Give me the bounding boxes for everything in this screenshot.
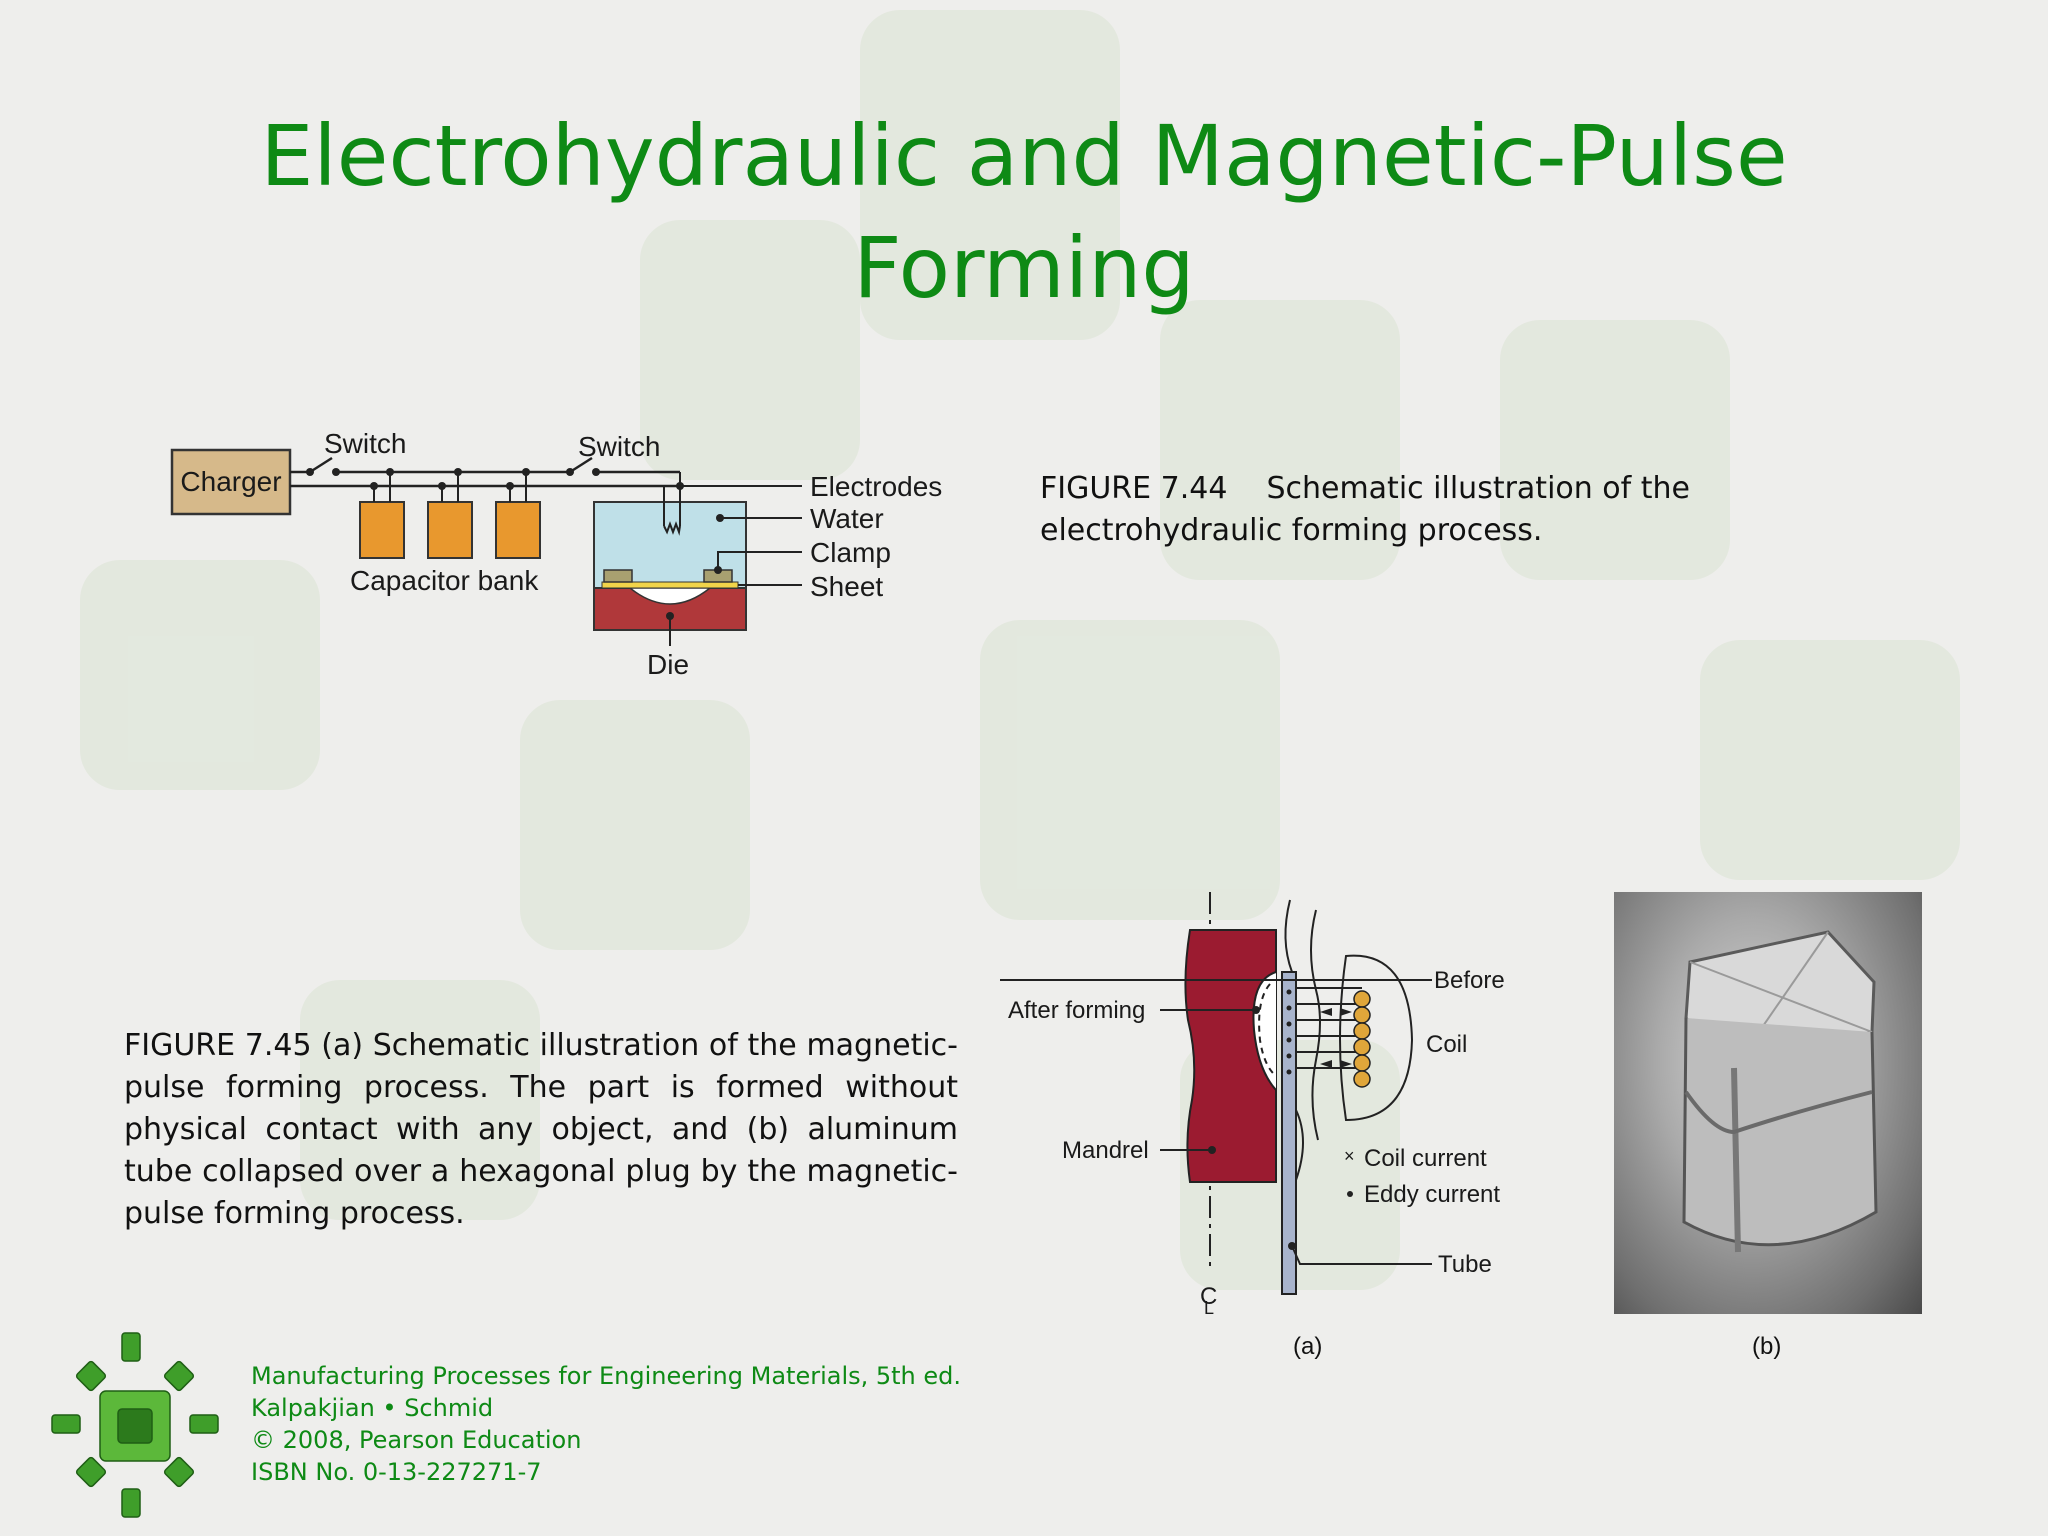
sheet-label: Sheet [810,571,883,602]
eddy-current-marker [1347,1191,1353,1197]
eddy-current-label: Eddy current [1364,1181,1500,1208]
water-label: Water [810,503,884,534]
footer-copyright: © 2008, Pearson Education [251,1426,582,1454]
charger-label: Charger [180,466,281,497]
footer-citation: Manufacturing Processes for Engineering … [251,1360,961,1488]
mandrel-label: Mandrel [1062,1137,1149,1164]
figure-7-44-number: FIGURE 7.44 [1040,471,1228,506]
sub-label-a: (a) [1293,1333,1323,1360]
coil-label: Coil [1426,1031,1467,1058]
clamp-left [603,569,633,583]
footer-book-title: Manufacturing Processes for Engineering … [251,1362,962,1390]
after-forming-label: After forming [1008,997,1145,1024]
coil-current-marker: × [1344,1146,1355,1166]
die-label: Die [647,649,689,680]
figure-7-45-caption: FIGURE 7.45 (a) Schematic illustration o… [124,1028,958,1231]
slide-title: Electrohydraulic and Magnetic-Pulse Form… [0,100,2048,324]
magnetic-pulse-diagram: After forming Before Coil Mandrel × Coil… [1000,892,1505,1318]
electrodes-label: Electrodes [810,471,942,502]
footer-isbn: ISBN No. 0-13-227271-7 [251,1458,542,1486]
capacitor-bank [359,468,541,559]
switch-1-label: Switch [324,428,406,459]
publisher-logo [51,1332,219,1518]
electrohydraulic-diagram: Charger Switch Capacitor bank Switch [170,428,942,680]
tube [1281,971,1297,1295]
figure-7-44-caption-line-1: Schematic illustration of the [1266,471,1690,506]
hexagonal-plug-photo [1614,892,1922,1314]
before-label: Before [1434,967,1505,994]
centerline-label: C [1200,1283,1217,1310]
mandrel [1184,929,1277,1183]
coil-current-label: Coil current [1364,1145,1487,1172]
clamp-label: Clamp [810,537,891,568]
slide-title-line-1: Electrohydraulic and Magnetic-Pulse [260,107,1788,205]
tube-label: Tube [1438,1251,1492,1278]
capacitor-bank-label: Capacitor bank [350,565,539,596]
footer-authors: Kalpakjian • Schmid [251,1394,494,1422]
sub-label-b: (b) [1752,1333,1782,1360]
figure-7-44-caption: FIGURE 7.44 Schematic illustration of th… [1040,468,1690,552]
coil [1353,990,1371,1088]
figure-7-44-caption-line-2: electrohydraulic forming process. [1040,513,1543,548]
centerline-sub-label: L [1204,1298,1214,1318]
slide-title-line-2: Forming [853,219,1195,317]
switch-2-label: Switch [578,431,660,462]
charger-box [170,448,292,516]
sheet [601,581,739,589]
